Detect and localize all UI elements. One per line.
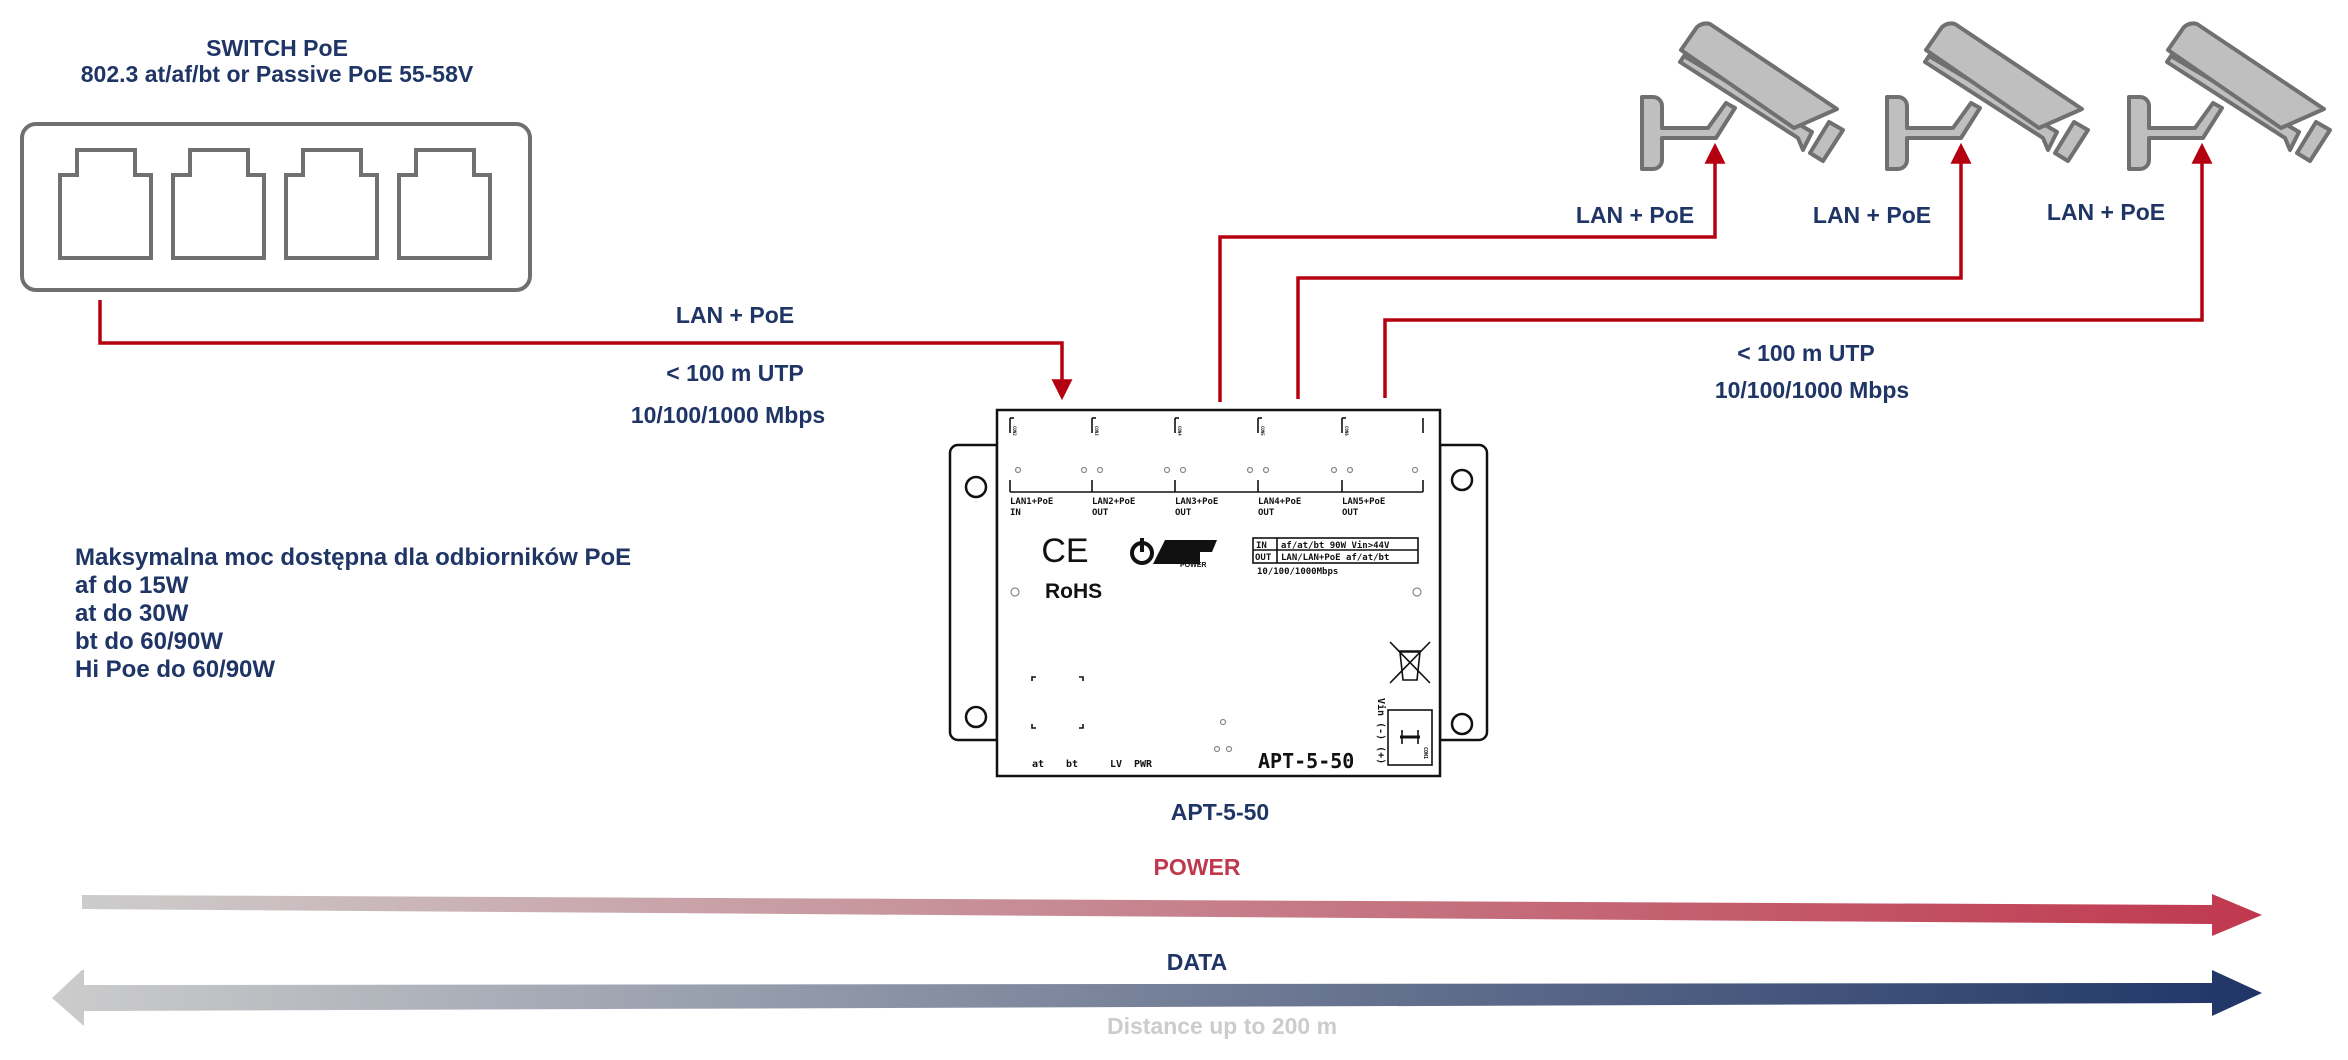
power-info-line: Hi Poe do 60/90W [75, 656, 275, 683]
port-led [1411, 466, 1419, 474]
led-window [1031, 676, 1084, 729]
rj45-port-icon [284, 148, 379, 260]
port-led [1163, 466, 1171, 474]
rj45-port-icon [171, 148, 266, 260]
ip-camera-icon [1885, 21, 2090, 171]
spec-out-key: OUT [1255, 553, 1272, 563]
port-led [1096, 466, 1104, 474]
power-arrow [82, 894, 2262, 936]
rj45-port-icon [397, 148, 492, 260]
led-pwr-label: PWR [1134, 759, 1153, 770]
camera-1-label: LAN + PoE [1576, 202, 1694, 228]
distance-label: Distance up to 200 m [1107, 1013, 1337, 1039]
port-con-label: CON6 [1344, 426, 1349, 436]
port-direction: OUT [1258, 508, 1275, 518]
port-con-label: CON5 [1260, 426, 1265, 436]
port-direction: OUT [1342, 508, 1359, 518]
apt-device: CON2LAN1+PoEINCON3LAN2+PoEOUTCON4LAN3+Po… [948, 408, 1489, 778]
weee-bin-icon [1389, 641, 1431, 684]
input-wire [98, 300, 1073, 401]
port-led [1346, 466, 1354, 474]
data-label: DATA [1167, 949, 1227, 975]
rohs-mark: RoHS [1045, 580, 1102, 603]
port-led [1246, 466, 1254, 474]
switch-subtitle: 802.3 at/af/bt or Passive PoE 55-58V [81, 61, 474, 87]
spec-table: IN af/at/bt 90W Vin>44V OUT LAN/LAN+PoE … [1252, 537, 1419, 577]
power-info-line: af do 15W [75, 572, 189, 599]
device-model-print: APT-5-50 [1258, 749, 1354, 773]
camera-3-label: LAN + PoE [2047, 199, 2165, 225]
mount-hole [1450, 712, 1474, 736]
port-con-label: CON4 [1177, 426, 1182, 436]
input-link-speed: 10/100/1000 Mbps [631, 402, 825, 428]
output-link-speed: 10/100/1000 Mbps [1715, 377, 1909, 403]
port-direction: OUT [1175, 508, 1192, 518]
led-bt-label: bt [1066, 759, 1078, 770]
output-wire-3 [1383, 142, 2213, 398]
port-label: LAN5+PoE [1342, 497, 1385, 507]
switch-title: SWITCH PoE [206, 35, 348, 61]
spec-in-key: IN [1256, 541, 1267, 551]
ip-camera-icon [2127, 21, 2332, 171]
power-info-line: at do 30W [75, 600, 189, 627]
ip-camera-icon [1640, 21, 1845, 171]
port-con-label: CON2 [1012, 426, 1017, 436]
vin-label: Vin (-) (+) [1375, 698, 1387, 764]
spec-in-value: af/at/bt 90W Vin>44V [1281, 540, 1390, 551]
right-mounting-ear [1438, 443, 1489, 742]
svg-text:POWER: POWER [1180, 562, 1206, 569]
port-led [1080, 466, 1088, 474]
poe-switch: SWITCH PoE 802.3 at/af/bt or Passive PoE… [20, 35, 532, 292]
spec-speed: 10/100/1000Mbps [1257, 567, 1338, 577]
power-label: POWER [1154, 854, 1241, 880]
screw-hole [1412, 587, 1422, 597]
mount-hole [964, 705, 988, 729]
input-link-distance: < 100 m UTP [666, 360, 803, 386]
mount-hole [964, 475, 988, 499]
port-led [1330, 466, 1338, 474]
port-label: LAN4+PoE [1258, 497, 1301, 507]
port-label: LAN2+PoE [1092, 497, 1135, 507]
led-lv-label: LV [1110, 759, 1122, 770]
input-link-label: LAN + PoE [676, 302, 794, 328]
port-led [1262, 466, 1270, 474]
spec-out-value: LAN/LAN+PoE af/at/bt [1281, 553, 1389, 563]
screw-hole [1010, 587, 1020, 597]
power-connector: CON1 [1387, 709, 1433, 766]
output-wire-2 [1296, 142, 1972, 399]
port-direction: OUT [1092, 508, 1109, 518]
device-body [995, 408, 1442, 778]
rj45-port-icon [58, 148, 153, 260]
port-con-label: CON3 [1094, 426, 1099, 436]
power-info-line: bt do 60/90W [75, 628, 223, 655]
port-label: LAN1+PoE [1010, 497, 1053, 507]
atte-logo: POWER [1130, 538, 1217, 569]
power-info-heading: Maksymalna moc dostępna dla odbiorników … [75, 544, 631, 571]
output-wire-1 [1218, 142, 1726, 402]
data-arrow [52, 970, 2262, 1026]
con1-label: CON1 [1422, 747, 1428, 759]
power-info: Maksymalna moc dostępna dla odbiorników … [75, 544, 631, 683]
output-link-distance: < 100 m UTP [1737, 340, 1874, 366]
led-at-label: at [1032, 759, 1044, 770]
port-label: LAN3+PoE [1175, 497, 1218, 507]
device-name: APT-5-50 [1171, 799, 1269, 825]
mount-hole [1450, 468, 1474, 492]
port-led [1179, 466, 1187, 474]
left-mounting-ear [948, 443, 999, 742]
camera-2-label: LAN + PoE [1813, 202, 1931, 228]
port-led [1014, 466, 1022, 474]
port-direction: IN [1010, 508, 1021, 518]
ce-mark: CE [1041, 532, 1088, 570]
